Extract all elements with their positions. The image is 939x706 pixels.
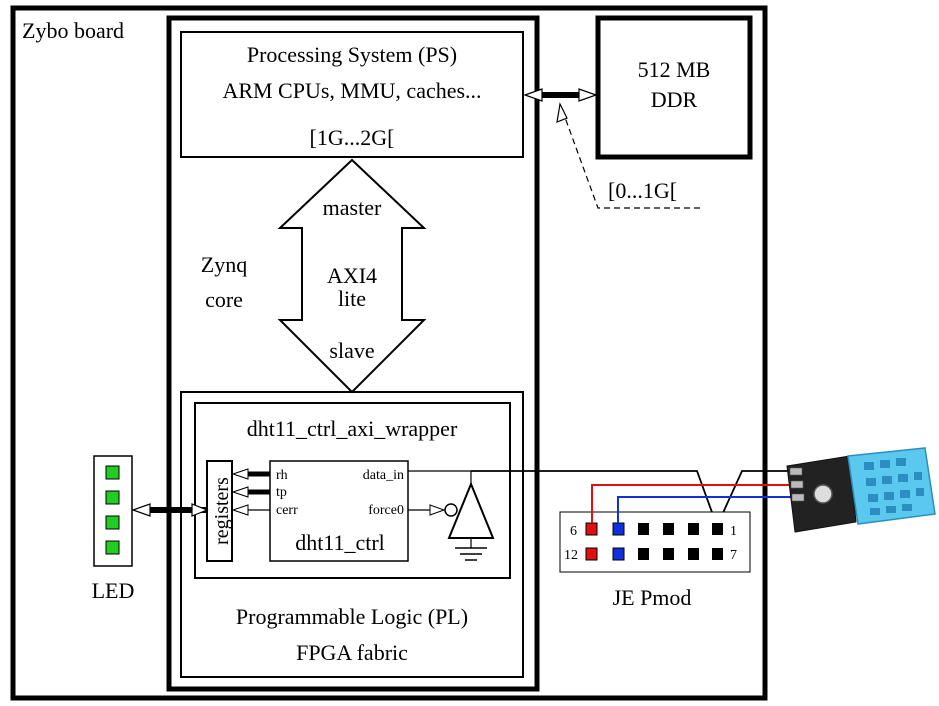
dht11-sensor (786, 447, 936, 533)
led-2 (105, 490, 120, 505)
led-label: LED (92, 578, 135, 603)
sensor-grille-13 (886, 506, 896, 513)
port-cerr: cerr (276, 503, 298, 518)
ddr-address-range: [0...1G[ (608, 178, 677, 203)
sensor-grille-1 (864, 462, 874, 470)
zybo-board-box (10, 5, 768, 701)
pmod-pin-9 (663, 548, 674, 560)
led-3 (105, 515, 120, 530)
ddr-size: 512 MB (638, 57, 711, 82)
zynq-label-line1: Zynq (201, 252, 247, 277)
pmod-pin-6-label: 6 (570, 524, 577, 539)
sensor-pin-1 (789, 467, 803, 476)
zynq-core-box (166, 15, 540, 692)
ddr-type: DDR (651, 87, 698, 112)
pmod-label: JE Pmod (613, 585, 692, 610)
pl-subtitle: FPGA fabric (296, 640, 408, 665)
pmod-pin-10 (638, 548, 649, 560)
pmod-pin-7-label: 7 (730, 548, 737, 563)
pmod-pin-3 (663, 523, 674, 535)
port-force0: force0 (368, 503, 404, 518)
tp-arrow (231, 486, 249, 498)
sensor-mount-hole (813, 484, 833, 504)
vcc-wire (591, 484, 800, 523)
sensor-grille-10 (914, 472, 922, 480)
ddr-range-pointer-head (556, 102, 568, 123)
sensor-pin-2 (790, 480, 804, 489)
bus-slave-label: slave (329, 338, 374, 363)
sensor-grille-14 (902, 504, 912, 511)
force0-arrow (429, 504, 446, 516)
sensor-pin-3 (791, 493, 805, 502)
bus-protocol-line2: lite (338, 286, 366, 311)
pmod-pin-4 (638, 523, 649, 535)
sensor-grille-11 (916, 488, 924, 496)
sensor-grille-2 (880, 460, 890, 468)
led-bus-arrow-left (131, 503, 151, 517)
dht11-ctrl-label: dht11_ctrl (295, 530, 385, 555)
pl-box (180, 391, 524, 678)
bus-master-label: master (323, 195, 382, 220)
sensor-grille-12 (870, 508, 880, 515)
gnd-wire (617, 496, 800, 523)
pmod-pin-11 (612, 547, 625, 561)
sensor-grille-7 (868, 494, 878, 502)
pmod-pin-12-label: 12 (564, 548, 578, 563)
ps-ddr-arrow-right (578, 88, 598, 102)
pl-title: Programmable Logic (PL) (236, 604, 468, 629)
board-label: Zybo board (22, 18, 124, 43)
ps-box (180, 31, 524, 158)
zynq-label-line2: core (205, 287, 243, 312)
tristate-enable-bubble (444, 503, 458, 517)
ps-subtitle: ARM CPUs, MMU, caches... (222, 78, 481, 103)
sensor-grille-9 (900, 490, 910, 498)
pmod-pin-1 (712, 523, 723, 535)
pmod-pin-8 (688, 548, 699, 560)
ddr-range-pointer (562, 111, 700, 209)
pmod-pin-2 (688, 523, 699, 535)
sensor-grille-3 (896, 458, 906, 466)
pmod-pin-7 (712, 548, 723, 560)
sensor-grille-6 (898, 474, 908, 482)
axi-wrapper-title: dht11_ctrl_axi_wrapper (247, 416, 458, 441)
led-bus-arrow-right (191, 503, 209, 517)
registers-label: registers (211, 477, 233, 545)
ps-ddr-arrow-left (523, 88, 543, 102)
pmod-pin-12 (585, 547, 598, 561)
bus-protocol-line1: AXI4 (327, 263, 377, 288)
sensor-grille-5 (882, 476, 892, 484)
rh-arrow (231, 468, 249, 480)
pmod-pin-6 (585, 522, 598, 536)
sensor-grille-4 (866, 478, 876, 486)
ps-title: Processing System (PS) (247, 42, 457, 67)
led-1 (105, 465, 120, 480)
led-4 (105, 540, 120, 555)
ps-address-range: [1G...2G[ (310, 125, 395, 150)
dht11-ctrl-box (269, 460, 409, 562)
port-rh: rh (276, 468, 288, 483)
sensor-grille-8 (884, 492, 894, 500)
pmod-pin-1-label: 1 (730, 524, 737, 539)
ddr-box (595, 15, 753, 160)
port-tp: tp (276, 485, 287, 500)
pmod-connector (559, 511, 751, 573)
cerr-arrow (231, 504, 249, 516)
port-data-in: data_in (363, 468, 404, 483)
pmod-pin-5 (612, 522, 625, 536)
